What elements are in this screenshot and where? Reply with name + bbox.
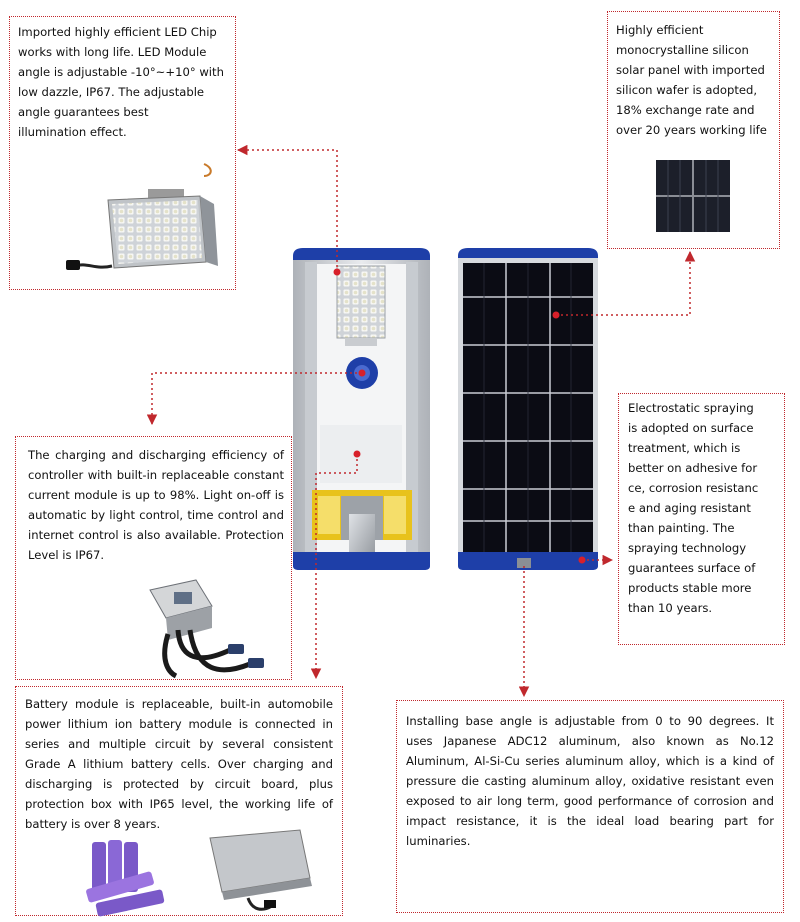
base-callout [396, 700, 784, 913]
battery-caption: Battery module is replaceable, built-in … [25, 697, 333, 831]
controller-photo [149, 579, 264, 679]
battery-cells-photo [86, 840, 165, 917]
connector-dots [333, 268, 586, 564]
controller-callout [15, 436, 292, 680]
led-module-photo [66, 163, 218, 270]
surface-caption: Electrostatic spraying is adopted on sur… [628, 401, 759, 615]
solar-cell-photo [656, 160, 730, 232]
battery-box-photo [209, 829, 312, 911]
connector-lines [146, 144, 696, 698]
controller-caption: The charging and discharging efficiency … [28, 448, 284, 562]
base-caption: Installing base angle is adjustable from… [406, 714, 774, 848]
streetlight-back [458, 248, 598, 570]
streetlight-front [293, 248, 430, 570]
solar-panel-caption: Highly efficient monocrystalline silicon… [616, 23, 767, 137]
led-module-caption: Imported highly efficient LED Chip works… [18, 25, 224, 139]
surface-callout [618, 393, 785, 645]
